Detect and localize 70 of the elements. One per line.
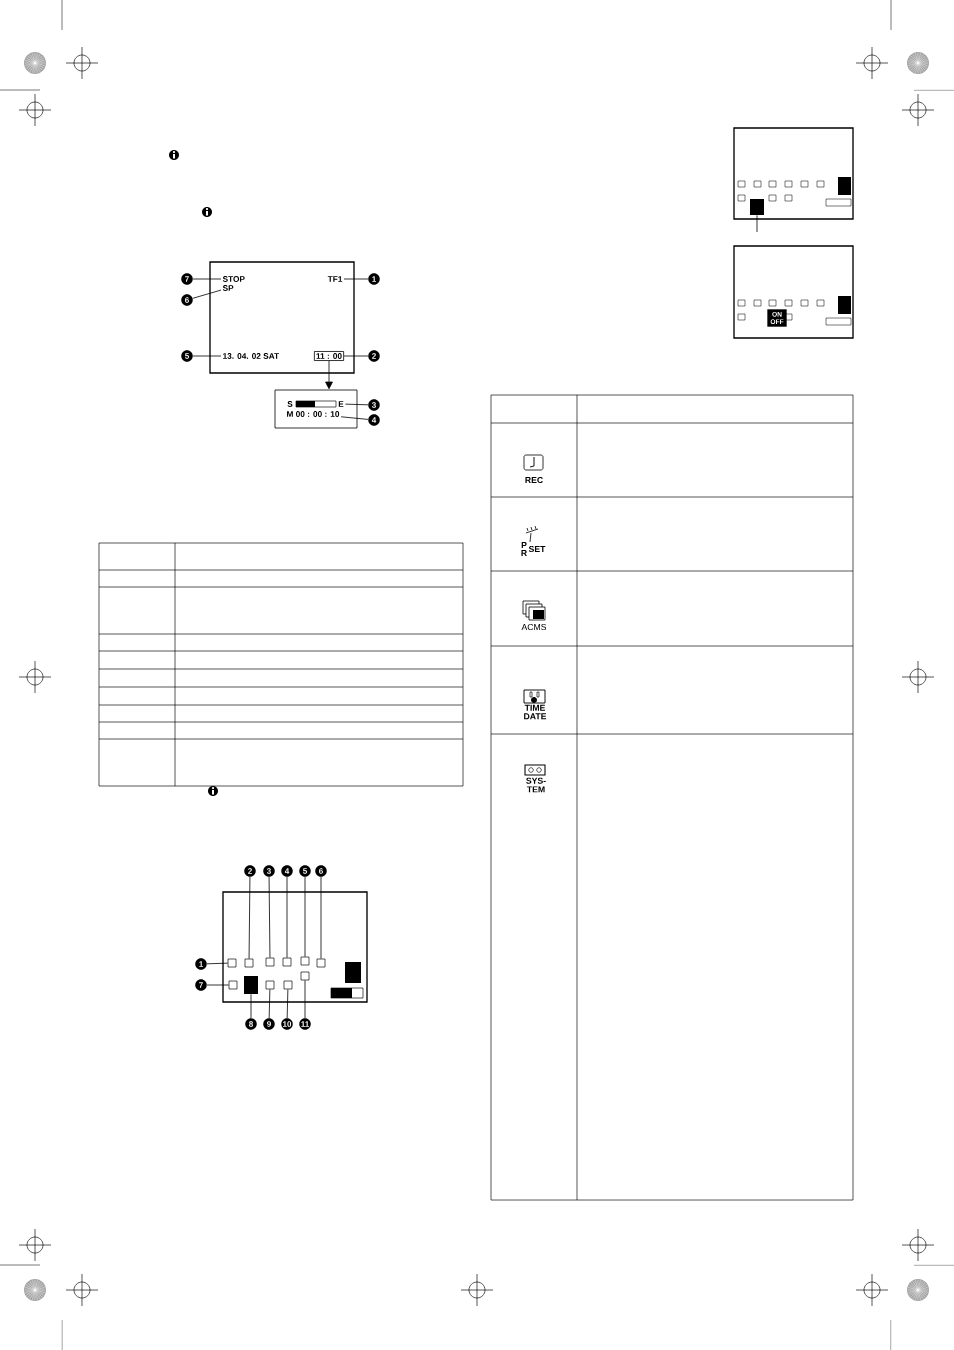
callout-number: 4 [281,865,293,877]
callout-number: 3 [368,399,380,411]
callout-number: 7 [181,273,193,285]
time-box: 11 : 00 [314,351,345,361]
menu-icon [282,957,292,967]
highlighted-icon [750,199,764,215]
leader-line [340,416,369,420]
leader-line [250,993,252,1019]
screen-text: SP [222,285,234,291]
leader-line [206,962,229,965]
screen-text: E [338,401,344,407]
leader-line [192,278,222,280]
callout-number: 6 [315,865,327,877]
arrow [325,360,333,390]
leader-line [206,984,230,986]
icon-label: TIME DATE [524,704,547,720]
callout-number: 9 [263,1018,275,1030]
menu-icon [228,980,238,990]
callout-number: 10 [281,1018,293,1030]
menu-icon [244,958,254,968]
screen-frame [733,127,854,220]
callout-number: 5 [299,865,311,877]
menu-icon [283,980,293,990]
leader-line [268,876,271,959]
screen-text: 13. 04. 02 SAT [223,353,280,359]
menu-icon [227,958,237,968]
menu-icon [265,957,275,967]
leader-line [343,278,369,280]
leader-line [343,355,369,357]
callout-number: 7 [195,979,207,991]
icon-label: ACMS [521,623,547,631]
screen-frame [274,389,358,429]
icon-label: SYS- TEM [526,777,546,793]
highlighted-icon [244,976,258,994]
menu-icon [265,980,275,990]
screen-text: TF1 [327,276,343,282]
leader-line [320,876,322,960]
icon-label: R [521,550,527,556]
icon-label: REC [525,476,543,484]
callout-number: 5 [181,350,193,362]
leader-line [286,988,289,1019]
icon-label: SET [528,545,546,553]
screen-text: STOP [222,276,245,282]
menu-icon [300,971,310,981]
leader-line [756,214,758,233]
menu-icon [316,958,326,968]
screen-text: M 00 : 00 : 10 [287,411,340,417]
callout-number: 1 [368,273,380,285]
callout-number: 3 [263,865,275,877]
leader-line [304,979,306,1019]
screen-frame [733,245,854,339]
leader-line [192,355,222,357]
menu-icon [300,956,310,966]
leader-line [286,876,288,959]
callout-number: 4 [368,414,380,426]
leader-line [192,289,222,299]
callout-number: 8 [245,1018,257,1030]
screen-text: S [287,401,293,407]
callout-number: 11 [299,1018,311,1030]
callout-number: 2 [368,350,380,362]
callout-number: 1 [195,958,207,970]
leader-line [344,403,369,406]
callout-number: 2 [244,865,256,877]
callout-number: 6 [181,294,193,306]
screen-frame [222,891,368,1003]
leader-line [248,876,251,960]
leader-line [268,988,271,1019]
leader-line [304,876,306,958]
icon-label: P [521,542,527,548]
screen-frame [209,261,355,374]
